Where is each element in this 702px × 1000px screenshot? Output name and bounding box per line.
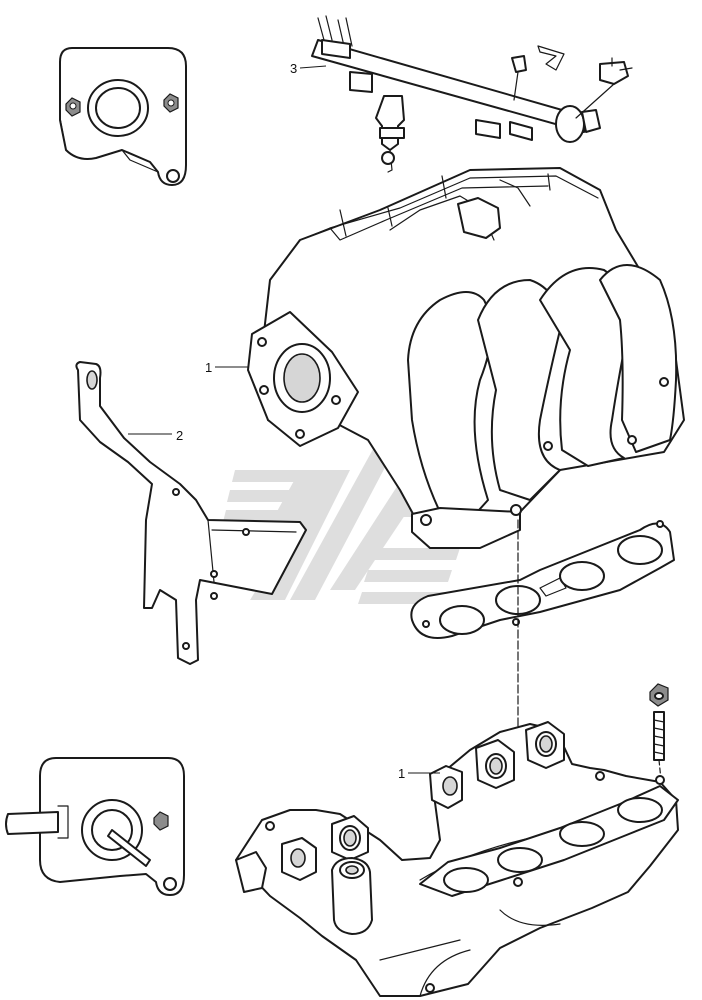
fuel-rail-with-injectors [311, 15, 633, 173]
callout-3: 3 [290, 61, 297, 76]
lower-intake-manifold [235, 721, 679, 997]
callout-1-lower: 1 [398, 766, 405, 781]
manifold-gasket [410, 520, 675, 639]
throttle-body-detail [59, 47, 187, 186]
stud-and-nut [649, 683, 669, 781]
throttle-flange-detail [5, 757, 185, 896]
callout-1-upper: 1 [205, 360, 212, 375]
callout-2: 2 [176, 428, 183, 443]
upper-intake-plenum [247, 167, 685, 549]
mounting-bracket [75, 361, 307, 665]
